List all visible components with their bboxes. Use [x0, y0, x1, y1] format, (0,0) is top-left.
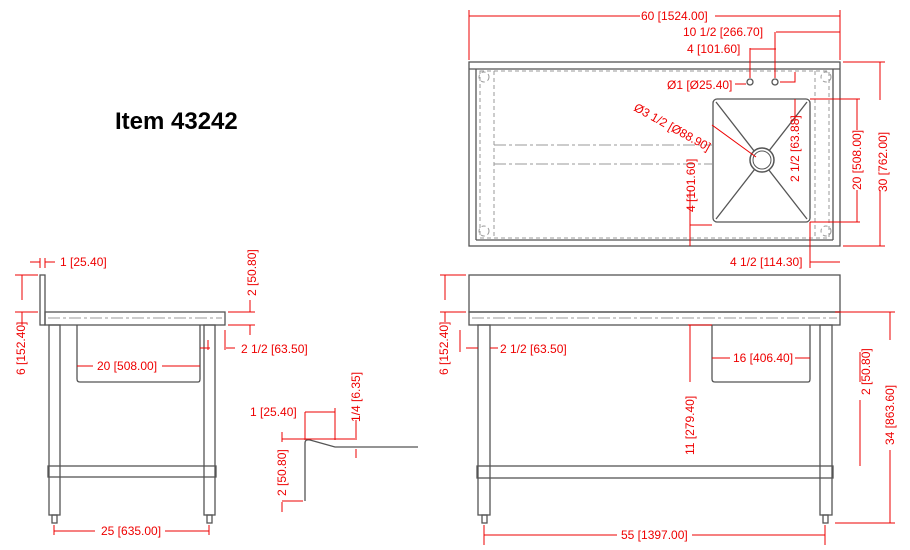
dim-front-leg-spacing: 55 [1397.00] — [621, 528, 688, 542]
side-view: 1 [25.40] 6 [152.40] 2 [50.80] 2 1/2 [63… — [14, 249, 308, 538]
edge-detail: 1 [25.40] 1/4 [6.35] 2 [50.80] — [250, 372, 418, 512]
dim-overall-depth: 30 [762.00] — [876, 132, 890, 192]
dim-overall-width: 60 [1524.00] — [641, 9, 708, 23]
item-title: Item 43242 — [115, 108, 238, 135]
dim-faucet-spacing: 4 [101.60] — [687, 42, 740, 56]
faucet-hole — [746, 78, 754, 86]
dim-drain: Ø3 1/2 [Ø88.90] — [632, 100, 713, 154]
dim-faucet-hole: Ø1 [Ø25.40] — [667, 78, 732, 92]
dim-front-sink-depth: 11 [279.40] — [683, 396, 697, 455]
dim-sink-width: 20 [508.00] — [97, 359, 157, 373]
top-view: 60 [1524.00] 10 1/2 [266.70] 4 [101.60] … — [468, 9, 890, 269]
dim-backsplash-height: 6 [152.40] — [14, 322, 28, 375]
dim-front-sink-width: 16 [406.40] — [733, 351, 793, 365]
faucet-hole — [771, 78, 779, 86]
dim-sink-depth: 20 [508.00] — [850, 130, 864, 190]
dim-leg-spacing: 25 [635.00] — [101, 524, 161, 538]
dim-overall-height: 34 [863.60] — [883, 385, 897, 445]
dim-faucet-offset: 10 1/2 [266.70] — [683, 25, 763, 39]
dim-backsplash-thickness: 1 [25.40] — [60, 255, 107, 269]
front-view: 6 [152.40] 2 1/2 [63.50] 16 [406.40] 11 … — [437, 274, 897, 545]
dim-sink-front: 4 [101.60] — [684, 159, 698, 212]
dim-lip-drop: 2 [50.80] — [275, 449, 289, 496]
drain-icon — [749, 147, 775, 173]
dim-bowl-gap: 2 [50.80] — [859, 348, 873, 395]
dim-front-edge: 2 [50.80] — [245, 249, 259, 296]
dim-lip-rise: 1/4 [6.35] — [349, 372, 363, 422]
dim-sink-side: 4 1/2 [114.30] — [730, 255, 803, 269]
dim-front-leg-inset: 2 1/2 [63.50] — [500, 342, 567, 356]
dim-lip-width: 1 [25.40] — [250, 405, 297, 419]
sink-bowl — [712, 98, 811, 223]
dim-leg-inset: 2 1/2 [63.50] — [241, 342, 308, 356]
dim-sink-back: 2 1/2 [63.88] — [788, 115, 802, 182]
dim-front-backsplash: 6 [152.40] — [437, 322, 451, 375]
